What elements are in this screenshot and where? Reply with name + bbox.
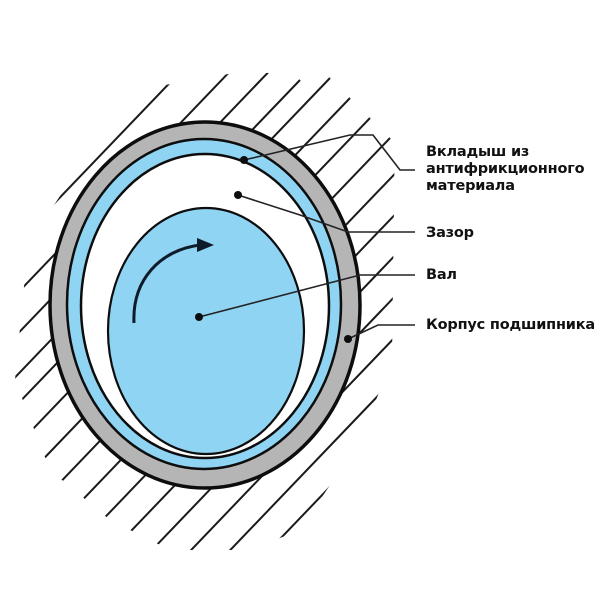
label-shaft-text: Вал <box>426 267 457 283</box>
label-shaft: Вал <box>426 267 457 284</box>
leader-liner <box>243 134 415 171</box>
label-gap: Зазор <box>426 225 474 242</box>
label-liner: Вкладыш из антифрикционного материала <box>426 144 585 195</box>
leader-housing <box>347 324 415 340</box>
rotation-arrow-icon <box>132 238 214 324</box>
label-liner-line1: Вкладыш из <box>426 144 530 160</box>
shaft <box>106 206 306 456</box>
leader-shaft <box>198 274 415 318</box>
label-housing-text: Корпус подшипника <box>426 317 595 333</box>
label-gap-text: Зазор <box>426 225 474 241</box>
label-liner-line3: материала <box>426 178 515 194</box>
dot-shaft <box>195 313 203 321</box>
label-housing: Корпус подшипника <box>426 317 595 334</box>
label-liner-line2: антифрикционного <box>426 161 585 177</box>
dot-housing <box>344 335 352 343</box>
dot-liner <box>240 156 248 164</box>
leader-lines <box>198 134 415 340</box>
leader-gap <box>237 194 415 233</box>
dot-gap <box>234 191 242 199</box>
